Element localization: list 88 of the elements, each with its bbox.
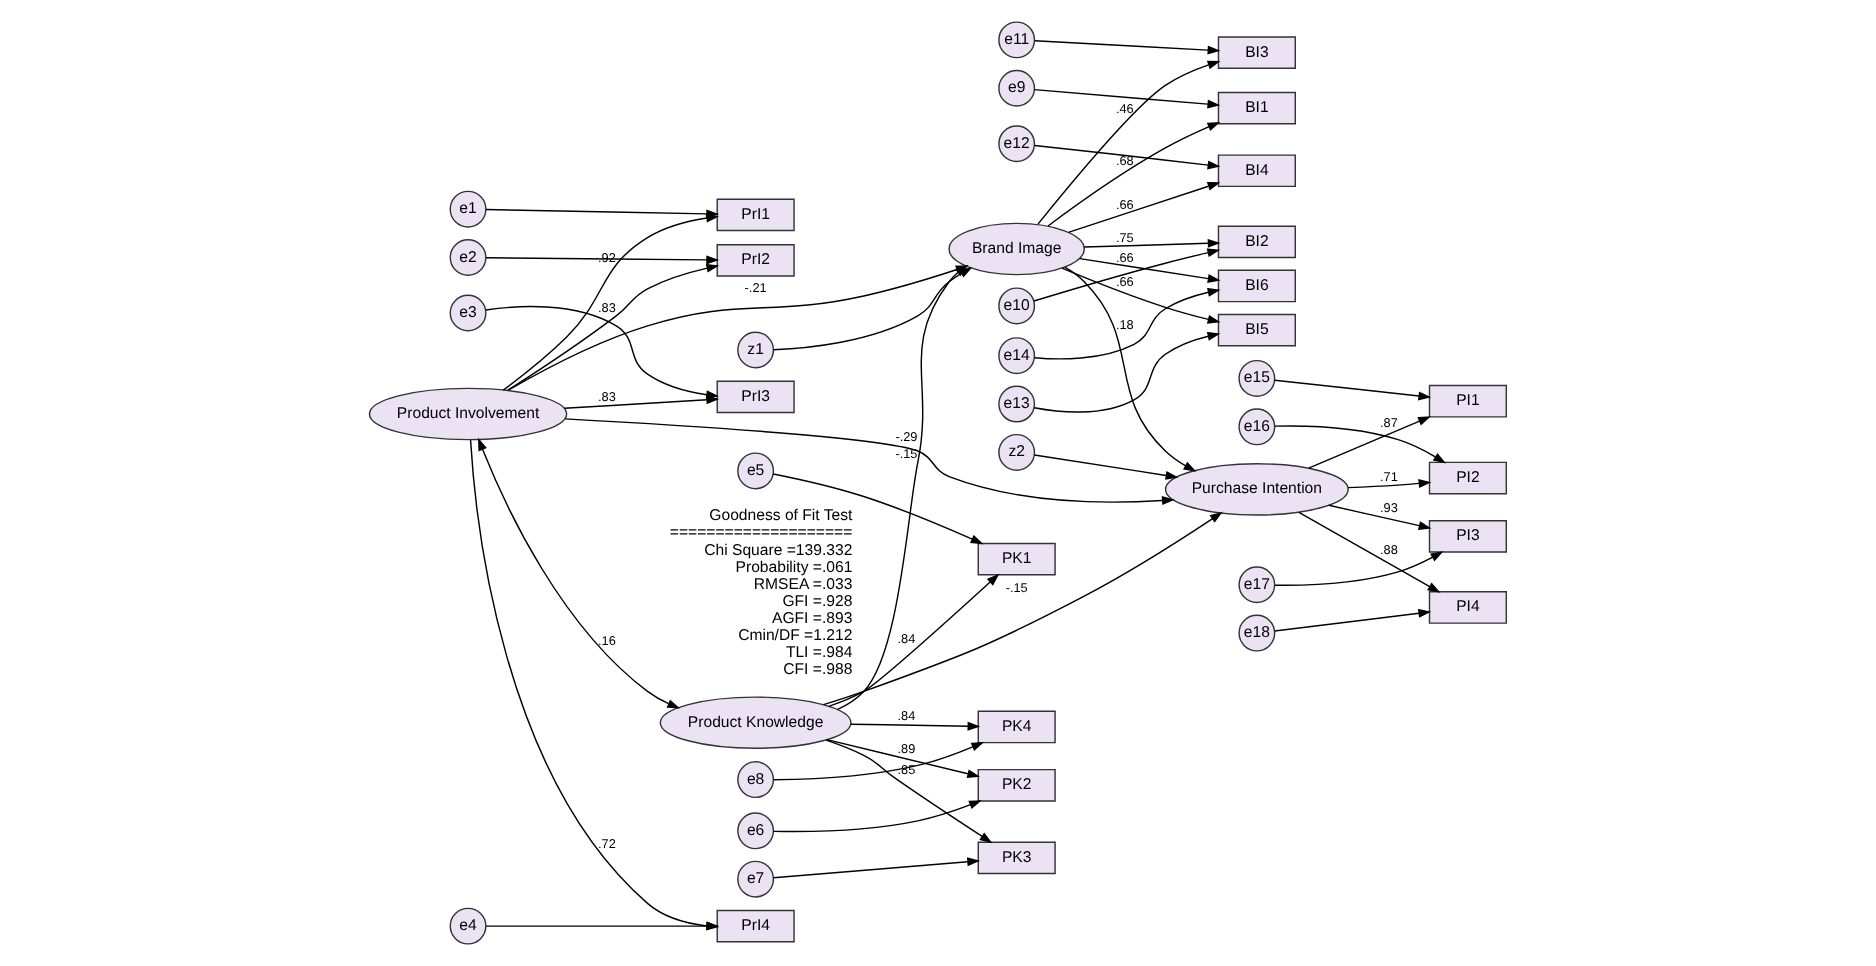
arrow	[1047, 121, 1221, 227]
arrow	[1274, 551, 1444, 586]
arrow	[1079, 257, 1221, 283]
node-box: PK3	[977, 841, 1056, 875]
node-circle: e3	[449, 294, 487, 332]
arrow	[564, 418, 1175, 505]
node-box: BI5	[1217, 313, 1296, 347]
node-circle: e5	[737, 452, 775, 490]
node-circle: z2	[998, 433, 1036, 471]
arrow	[478, 437, 681, 709]
arrow	[1033, 331, 1221, 413]
node-circle: e2	[449, 239, 487, 276]
arrow	[772, 473, 984, 545]
arrow	[1033, 288, 1221, 360]
arrow	[1273, 608, 1432, 632]
node-circle: e6	[737, 812, 775, 850]
arrow	[485, 921, 720, 931]
arrow	[1067, 182, 1221, 234]
label: Chi Square =139.332	[704, 540, 853, 559]
node-circle: e1	[449, 190, 487, 228]
arrow	[825, 739, 993, 844]
node-circle: e4	[449, 907, 487, 945]
arrow	[1033, 454, 1179, 480]
label: CFI =.988	[783, 660, 853, 679]
arrow	[1298, 511, 1441, 593]
arrow	[826, 738, 981, 779]
node-circle: e18	[1238, 614, 1276, 652]
node-ellipse: Product Involvement	[368, 387, 568, 441]
arrow	[1064, 266, 1197, 472]
arrow	[1033, 88, 1221, 109]
node-box: PrI2	[716, 244, 795, 277]
arrow	[1033, 248, 1221, 302]
arrow	[1273, 425, 1447, 464]
node-circle: e7	[737, 860, 775, 898]
arrow	[772, 857, 981, 879]
arrow	[1061, 267, 1221, 324]
node-circle: e17	[1238, 566, 1276, 604]
arrow	[1037, 60, 1221, 225]
node-box: PrI4	[716, 909, 795, 943]
node-circle: z1	[737, 331, 775, 369]
label: Goodness of Fit Test	[709, 506, 853, 525]
node-circle: e12	[998, 125, 1036, 163]
node-box: PK1	[977, 542, 1056, 576]
label: Cmin/DF =1.212	[738, 625, 853, 644]
node-box: PK2	[977, 768, 1056, 802]
arrow	[1034, 40, 1221, 55]
node-box: PI4	[1428, 591, 1507, 624]
arrow	[822, 511, 1223, 706]
arrow	[1308, 416, 1431, 469]
node-box: BI2	[1217, 225, 1296, 259]
arrow	[828, 573, 1000, 707]
node-box: BI6	[1217, 269, 1296, 303]
node-box: BI4	[1217, 154, 1296, 188]
arrow	[1273, 379, 1432, 401]
arrow	[507, 263, 720, 391]
arrow	[469, 439, 720, 931]
label: TLI =.984	[785, 642, 853, 661]
node-box: BI1	[1217, 91, 1296, 125]
arrow	[485, 255, 720, 265]
node-box: PI2	[1428, 461, 1507, 495]
node-circle: e16	[1238, 408, 1276, 446]
label: RMSEA =.033	[753, 574, 853, 593]
node-circle: e14	[998, 337, 1036, 375]
arrow	[502, 213, 720, 391]
node-box: PK4	[977, 710, 1056, 744]
node-box: PrI1	[716, 198, 795, 232]
label: ====================	[669, 523, 853, 542]
node-box: BI3	[1217, 36, 1296, 70]
node-box: PI3	[1428, 520, 1507, 553]
arrow	[773, 741, 985, 781]
node-box: PrI3	[716, 380, 795, 414]
node-box: PI1	[1428, 384, 1507, 418]
label: AGFI =.893	[772, 608, 853, 627]
arrow	[773, 800, 982, 833]
node-circle: e15	[1238, 359, 1276, 397]
node-circle: e13	[998, 385, 1036, 423]
arrow	[1033, 144, 1221, 170]
arrow	[1347, 479, 1432, 489]
label: GFI =.928	[782, 591, 853, 610]
node-circle: e9	[998, 69, 1036, 107]
node-circle: e10	[998, 287, 1036, 325]
label: Probability =.061	[735, 557, 853, 576]
arrow	[563, 395, 720, 410]
arrow	[1328, 504, 1432, 530]
arrow	[849, 721, 981, 731]
node-circle: e11	[998, 21, 1036, 59]
arrow	[1083, 238, 1221, 248]
node-circle: e8	[737, 761, 775, 799]
